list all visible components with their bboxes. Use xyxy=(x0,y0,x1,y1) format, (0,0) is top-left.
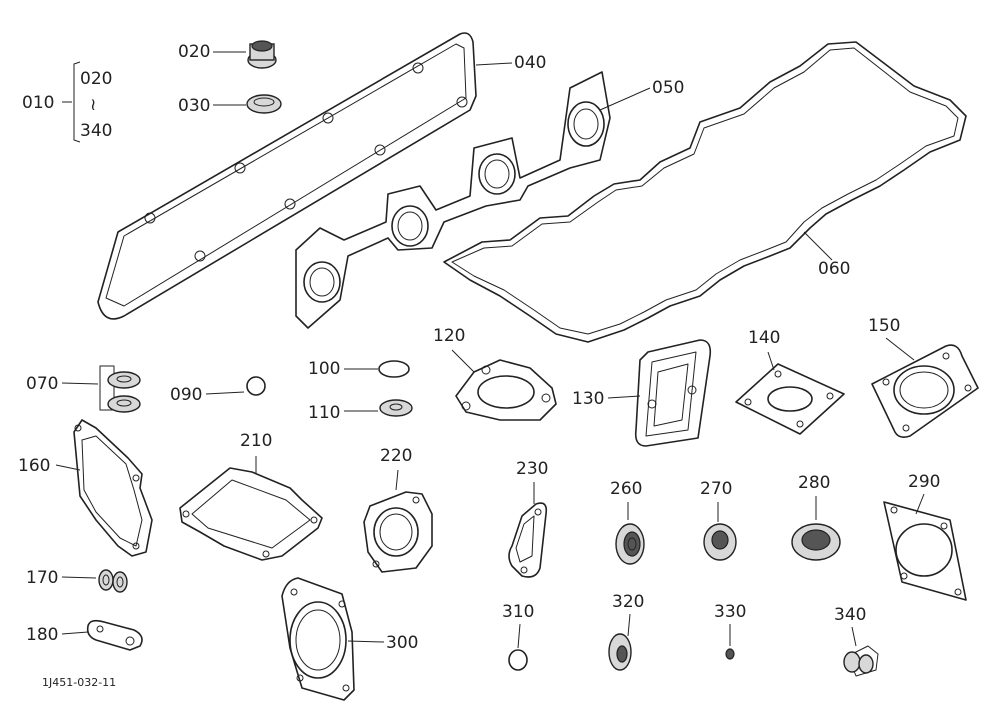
label-110: 110 xyxy=(308,403,340,423)
part-270-oil-seal: 270 xyxy=(700,479,737,561)
label-280: 280 xyxy=(798,473,830,493)
label-210: 210 xyxy=(240,431,272,451)
label-140: 140 xyxy=(748,328,780,348)
part-070-gasket-pair: 070 xyxy=(26,365,141,413)
label-170: 170 xyxy=(26,568,58,588)
label-290: 290 xyxy=(908,472,940,492)
label-070: 070 xyxy=(26,374,58,394)
part-060-head-cover-gasket: 060 xyxy=(443,41,967,343)
part-130-rectangular-gasket: 130 xyxy=(572,339,712,447)
part-120-flange-gasket: 120 xyxy=(433,326,557,421)
label-230: 230 xyxy=(516,459,548,479)
label-090: 090 xyxy=(170,385,202,405)
part-330-small-ring: 330 xyxy=(714,602,746,660)
part-280-seal: 280 xyxy=(791,473,841,561)
range-separator: ≀ xyxy=(90,95,96,115)
drawing-code: 1J451-032-11 xyxy=(42,676,116,689)
label-010: 010 xyxy=(22,93,54,113)
part-170-seal-pair: 170 xyxy=(26,568,128,593)
part-090-o-ring: 090 xyxy=(170,376,266,405)
label-050: 050 xyxy=(652,78,684,98)
part-020-valve-stem-seal: 020 xyxy=(178,40,277,69)
part-100-o-ring: 100 xyxy=(308,359,410,379)
label-310: 310 xyxy=(502,602,534,622)
label-180: 180 xyxy=(26,625,58,645)
part-150-square-gasket: 150 xyxy=(868,316,979,438)
part-040-long-gasket: 040 xyxy=(97,32,546,320)
part-300-flange-gasket: 300 xyxy=(281,577,418,701)
label-030: 030 xyxy=(178,96,210,116)
label-320: 320 xyxy=(612,592,644,612)
label-300: 300 xyxy=(386,633,418,653)
label-120: 120 xyxy=(433,326,465,346)
part-260-oil-seal: 260 xyxy=(610,479,645,565)
part-310-o-ring: 310 xyxy=(502,602,534,671)
label-220: 220 xyxy=(380,446,412,466)
label-range-end-340: 340 xyxy=(80,121,112,141)
label-160: 160 xyxy=(18,456,50,476)
part-320-seal: 320 xyxy=(608,592,644,671)
label-270: 270 xyxy=(700,479,732,499)
kit-group-010: 010 020 ≀ 340 xyxy=(22,61,112,143)
part-140-square-gasket: 140 xyxy=(735,328,845,435)
label-020: 020 xyxy=(178,42,210,62)
label-150: 150 xyxy=(868,316,900,336)
label-260: 260 xyxy=(610,479,642,499)
part-220-flange-gasket: 220 xyxy=(363,446,433,573)
label-340: 340 xyxy=(834,605,866,625)
part-340-clip-seal: 340 xyxy=(834,605,879,677)
part-110-washer: 110 xyxy=(308,399,413,423)
part-210-gasket: 210 xyxy=(179,431,323,561)
part-180-gasket: 180 xyxy=(26,619,143,651)
part-160-gasket: 160 xyxy=(18,419,153,557)
label-330: 330 xyxy=(714,602,746,622)
part-050-manifold-gasket: 050 xyxy=(295,71,684,329)
label-130: 130 xyxy=(572,389,604,409)
label-range-start-020: 020 xyxy=(80,69,112,89)
label-100: 100 xyxy=(308,359,340,379)
part-230-gasket: 230 xyxy=(508,459,548,578)
label-040: 040 xyxy=(514,53,546,73)
part-290-square-gasket: 290 xyxy=(883,472,967,601)
label-060: 060 xyxy=(818,259,850,279)
part-030-seal-ring: 030 xyxy=(178,94,282,116)
